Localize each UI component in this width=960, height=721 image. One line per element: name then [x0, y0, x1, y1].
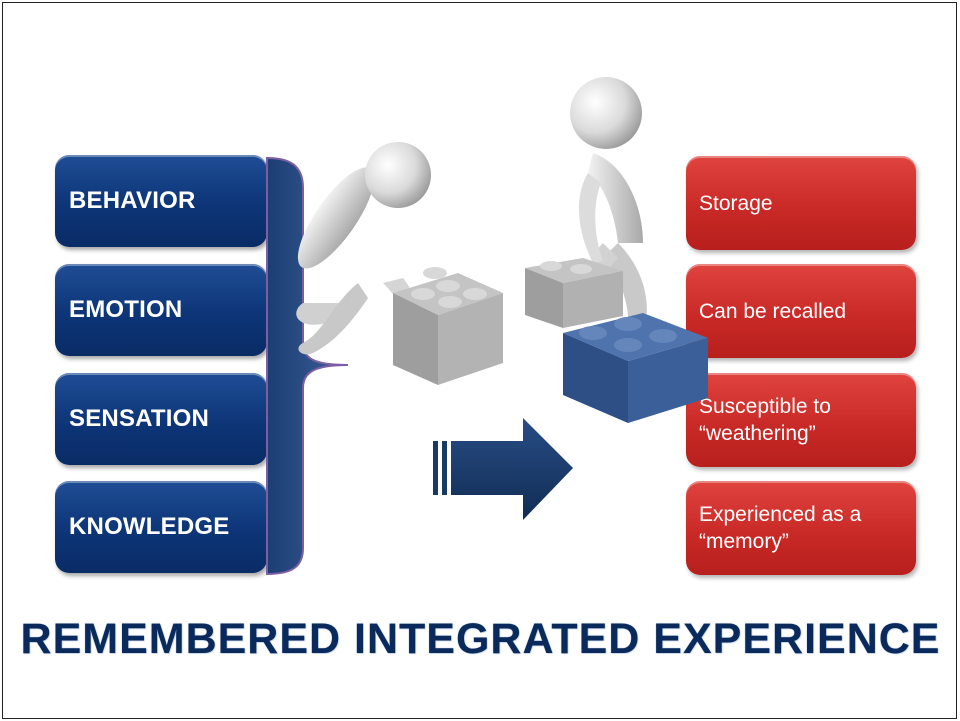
gray-building-block-small-icon: [525, 258, 623, 328]
box-behavior: BEHAVIOR: [55, 155, 267, 247]
box-storage: Storage: [686, 156, 916, 250]
box-knowledge: KNOWLEDGE: [55, 481, 267, 573]
slide-title: REMEMBERED INTEGRATED EXPERIENCE: [20, 615, 941, 663]
gray-building-block-icon: [393, 267, 503, 385]
box-emotion: EMOTION: [55, 264, 267, 356]
box-sensation: SENSATION: [55, 373, 267, 465]
curly-brace-icon: [266, 156, 349, 576]
blue-building-block-icon: [563, 313, 708, 423]
box-can-be-recalled: Can be recalled: [686, 264, 916, 358]
box-experienced: Experienced as a “memory”: [686, 481, 916, 575]
stick-figure-standing-icon: [570, 77, 647, 333]
right-arrow-icon: [433, 418, 573, 520]
box-susceptible: Susceptible to “weathering”: [686, 373, 916, 467]
illustration-layer: [266, 77, 708, 576]
